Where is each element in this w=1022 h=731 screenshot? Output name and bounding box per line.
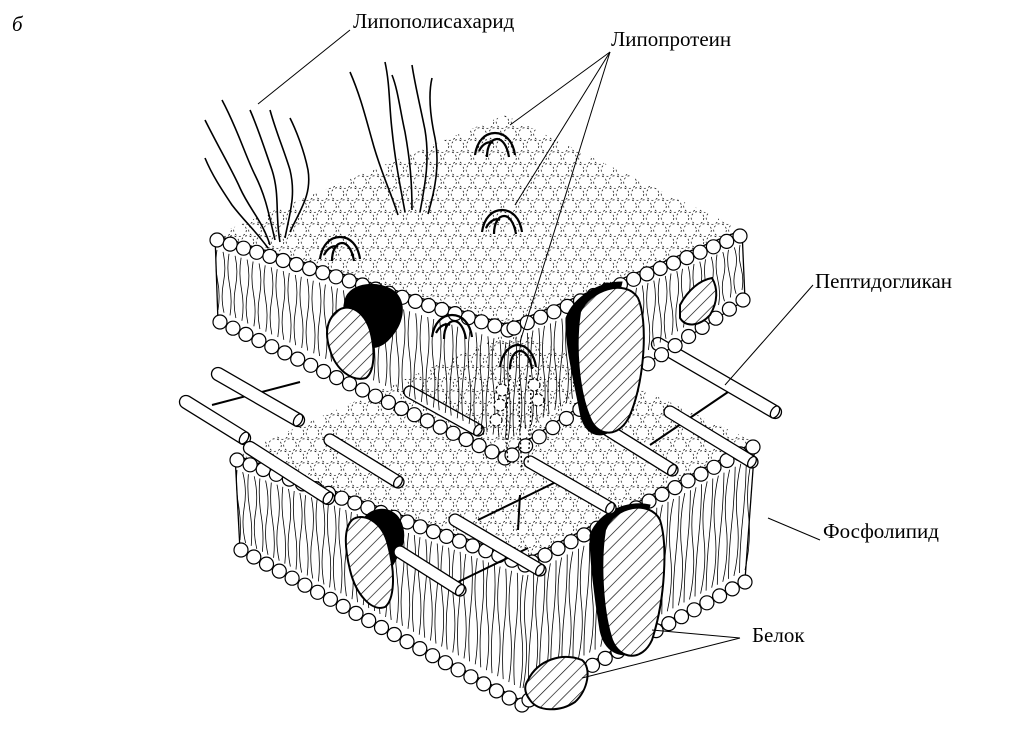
label-peptidoglycan: Пептидогликан (725, 269, 952, 385)
label-protein-text: Белок (752, 623, 805, 647)
label-phospholipid: Фосфолипид (768, 518, 939, 543)
label-lipoprotein-text: Липопротеин (611, 27, 731, 51)
outer-membrane-top-surface (204, 104, 757, 333)
peptidoglycan-rod (177, 393, 253, 447)
panel-letter: б (12, 12, 24, 36)
label-lipopolysaccharide: Липополисахарид (258, 9, 515, 104)
label-peptidoglycan-text: Пептидогликан (815, 269, 952, 293)
label-lipopolysaccharide-text: Липополисахарид (353, 9, 515, 33)
label-phospholipid-text: Фосфолипид (823, 519, 939, 543)
protein-hatched-inner-bottom (525, 657, 587, 709)
